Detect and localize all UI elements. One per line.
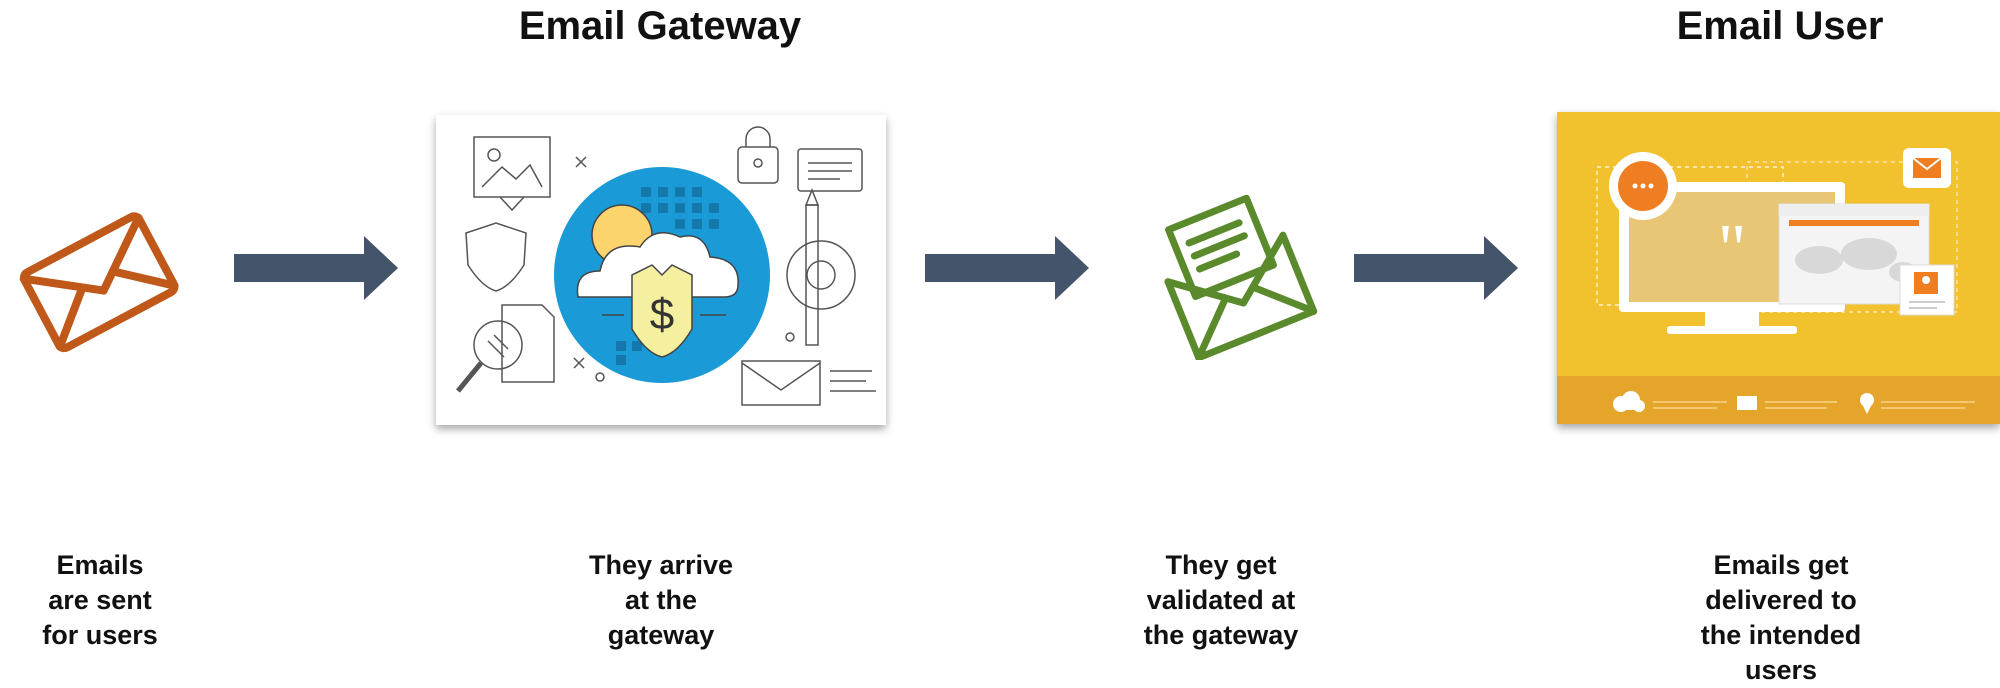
heading-email-gateway: Email Gateway bbox=[518, 4, 802, 48]
caption-emails-sent: Emails are sent for users bbox=[42, 550, 158, 650]
gateway-illustration: $ bbox=[436, 115, 886, 425]
caption-arrive-gateway: They arrive at the gateway bbox=[588, 550, 734, 650]
heading-email-user: Email User bbox=[1676, 4, 1884, 48]
arrow-right-icon bbox=[234, 236, 398, 300]
user-illustration: " bbox=[1557, 112, 2000, 424]
arrow-right-icon bbox=[1354, 236, 1518, 300]
caption-delivered-users: Emails get delivered to the intended use… bbox=[1700, 550, 1862, 685]
envelope-icon bbox=[8, 200, 188, 360]
gateway-dollar-sign: $ bbox=[650, 290, 674, 339]
caption-validated-gateway: They get validated at the gateway bbox=[1143, 550, 1299, 650]
arrow-right-icon bbox=[925, 236, 1089, 300]
svg-text:": " bbox=[1718, 211, 1747, 288]
open-envelope-icon bbox=[1140, 180, 1320, 360]
